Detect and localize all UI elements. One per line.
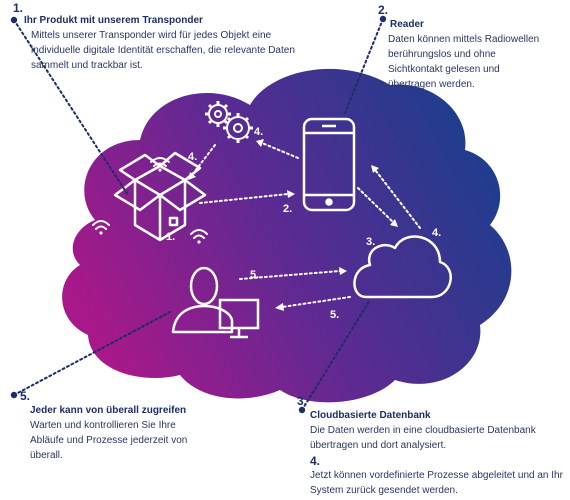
wifi-icon: [190, 229, 208, 244]
step-body: Mittels unserer Transponder wird für jed…: [31, 30, 295, 71]
smartphone-icon: [302, 117, 356, 212]
monitor-icon: [218, 298, 260, 339]
diagram-label-cloud: 3.: [366, 236, 375, 248]
cloud-icon: [353, 235, 452, 299]
step-5-block: 5. Jeder kann von überall zugreifen Wart…: [20, 390, 220, 463]
leader-line-1: [13, 19, 129, 196]
step-title: Ihr Produkt mit unserem Transponder: [24, 15, 203, 26]
leader-dot: [10, 16, 18, 24]
leader-line-5: [13, 311, 171, 396]
leader-line-2: [344, 18, 384, 114]
arrowhead: [390, 219, 398, 227]
leader-line-3: [301, 299, 371, 411]
diagram-label-reader: 2.: [283, 203, 292, 215]
step-4-block: 4. Jetzt können vordefinierte Prozesse a…: [310, 455, 570, 498]
step-title: Reader: [390, 19, 424, 30]
step-body: Daten können mittels Radiowellen berühru…: [388, 34, 540, 90]
wifi-icon: [92, 220, 110, 235]
step-number: 5.: [20, 389, 31, 403]
arrowhead: [188, 172, 196, 180]
arrow-cloud-to-reader: [375, 170, 421, 229]
wifi-icon: [150, 157, 170, 172]
arrow-gears-to-box: [191, 144, 216, 176]
diagram-label-user-top: 5.: [250, 269, 259, 281]
leader-dot: [298, 406, 306, 414]
arrow-box-to-reader: [199, 193, 289, 204]
leader-dot: [379, 15, 387, 23]
step-2-block: 2. Reader Daten können mittels Radiowell…: [368, 4, 553, 92]
diagram-label-gears-box: 4.: [188, 151, 197, 163]
arrow-user-to-cloud: [239, 270, 341, 280]
diagram-label-user-bottom: 5.: [330, 309, 339, 321]
arrowhead: [339, 267, 347, 275]
background-cloud: [62, 68, 512, 403]
step-number: 1.: [13, 1, 24, 15]
leader-dot: [10, 391, 18, 399]
step-body: Warten und kontrollieren Sie Ihre Abläuf…: [30, 420, 188, 461]
user-icon: [171, 266, 234, 334]
step-body: Jetzt können vordefinierte Prozesse abge…: [310, 470, 563, 496]
arrow-cloud-to-user: [281, 296, 351, 308]
gears-icon: [205, 101, 253, 143]
step-1-block: 1. Ihr Produkt mit unserem Transponder M…: [13, 2, 333, 73]
arrowhead: [371, 165, 379, 173]
step-number: 2.: [378, 3, 389, 17]
arrow-reader-to-cloud: [357, 187, 394, 223]
diagram-label-box: 1.: [166, 231, 175, 243]
step-3-block: 3. Cloudbasierte Datenbank Die Daten wer…: [297, 395, 567, 453]
step-number: 4.: [310, 454, 321, 468]
step-body: Die Daten werden in eine cloudbasierte D…: [310, 425, 536, 451]
arrowhead: [275, 303, 284, 311]
step-title: Cloudbasierte Datenbank: [310, 410, 431, 421]
arrow-reader-to-gears: [261, 142, 299, 159]
arrowhead: [287, 190, 295, 198]
step-number: 3.: [297, 394, 308, 408]
diagram-label-return: 4.: [432, 227, 441, 239]
arrowhead: [256, 139, 264, 147]
diagram-label-gears: 4.: [254, 126, 263, 138]
step-title: Jeder kann von überall zugreifen: [30, 405, 187, 416]
